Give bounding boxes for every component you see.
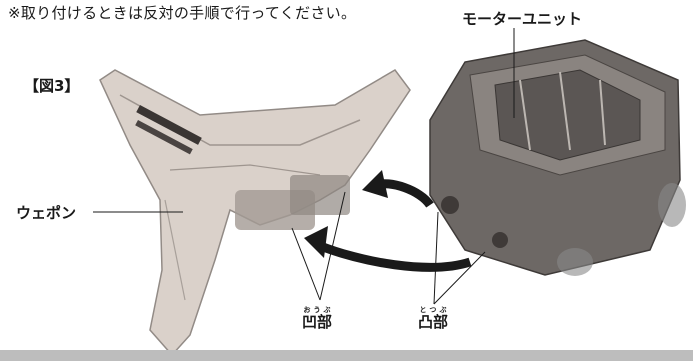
convex-kanji: 凸部 bbox=[418, 313, 449, 331]
concave-part-label: 凹部おうぶ bbox=[302, 306, 332, 332]
concave-kanji: 凹部 bbox=[302, 313, 333, 331]
motor-unit-label: モーターユニット bbox=[462, 10, 583, 28]
motor-unit-image bbox=[429, 39, 686, 276]
convex-reading: とつぶ bbox=[418, 306, 449, 314]
bottom-band bbox=[0, 350, 693, 361]
concave-reading: おうぶ bbox=[302, 306, 333, 314]
leader-lines bbox=[93, 28, 515, 305]
figure-label: 【図3】 bbox=[24, 77, 80, 95]
attach-arrows bbox=[304, 170, 472, 272]
convex-part-label: 凸部とつぶ bbox=[418, 306, 448, 332]
weapon-part-image bbox=[99, 69, 411, 357]
instruction-text: ※取り付けるときは反対の手順で行ってください。 bbox=[8, 4, 357, 22]
weapon-label: ウェポン bbox=[16, 204, 77, 222]
